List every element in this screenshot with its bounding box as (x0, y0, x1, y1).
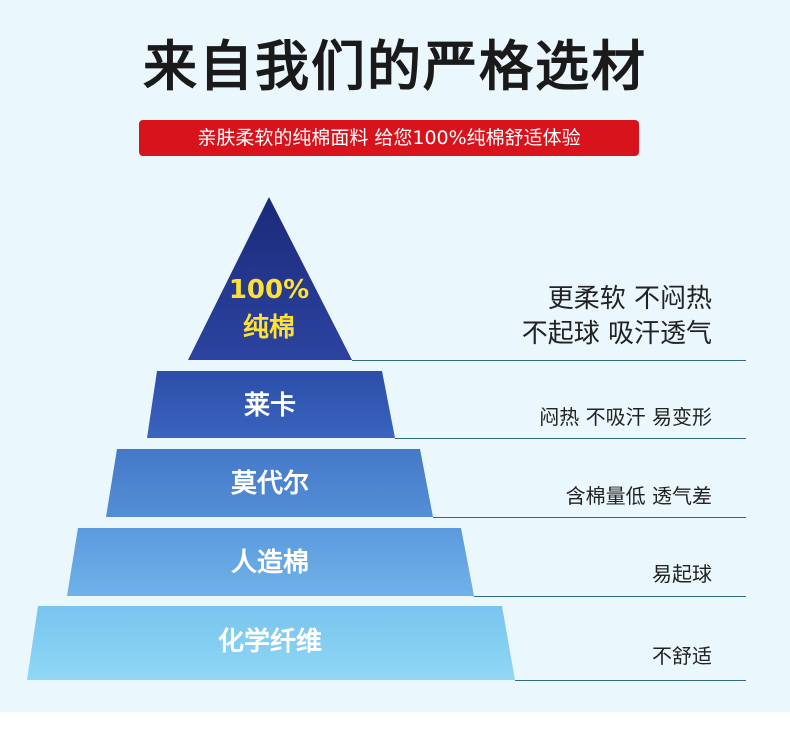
divider-line (395, 438, 746, 439)
divider-line (352, 360, 746, 361)
tier-label-modal: 莫代尔 (230, 469, 309, 499)
feature-rayon: 易起球 (652, 562, 712, 586)
pyramid-tier-1 (188, 197, 352, 360)
tier-label-lycra: 莱卡 (243, 391, 296, 421)
divider-line (474, 596, 746, 597)
tier-label-synthetic: 化学纤维 (217, 627, 322, 657)
page-title: 来自我们的严格选材 (143, 35, 647, 98)
bottom-margin (0, 712, 790, 730)
pyramid-tier-3 (106, 449, 433, 517)
divider-line (433, 517, 746, 518)
feature-synthetic: 不舒适 (652, 644, 712, 668)
feature-lycra: 闷热 不吸汗 易变形 (539, 405, 712, 429)
feature-modal: 含棉量低 透气差 (565, 484, 712, 508)
pyramid-tier-5 (27, 606, 515, 680)
pyramid-tier-2 (147, 371, 395, 438)
tier-label-rayon: 人造棉 (230, 548, 309, 578)
tier-label-cotton: 纯棉 (242, 313, 295, 343)
pyramid-tier-4 (67, 528, 474, 596)
divider-line (515, 680, 746, 681)
feature-cotton-line2: 不起球 吸汗透气 (521, 319, 712, 349)
tier-label-cotton-percent: 100% (228, 275, 310, 305)
subtitle-banner: 亲肤柔软的纯棉面料 给您100%纯棉舒适体验 (139, 120, 639, 156)
feature-cotton-line1: 更柔软 不闷热 (547, 284, 712, 314)
